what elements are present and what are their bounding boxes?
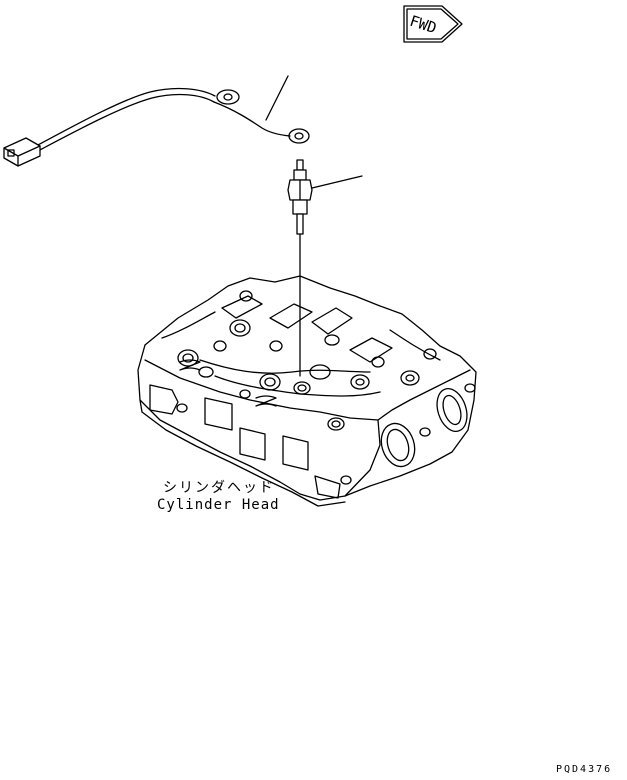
cylinder-head-label-en: Cylinder Head: [157, 497, 280, 513]
wiring-harness: [3, 87, 310, 167]
drawing-code: PQD4376: [556, 764, 613, 775]
cylinder-head: [137, 275, 477, 507]
glow-plug: [287, 159, 313, 377]
harness-leader-line: [265, 75, 289, 121]
fwd-arrow: FWD: [403, 5, 463, 43]
cylinder-head-label-jp: シリンダヘッド: [163, 480, 275, 496]
glow-plug-leader-line: [311, 175, 363, 189]
harness-connector: [3, 137, 41, 167]
